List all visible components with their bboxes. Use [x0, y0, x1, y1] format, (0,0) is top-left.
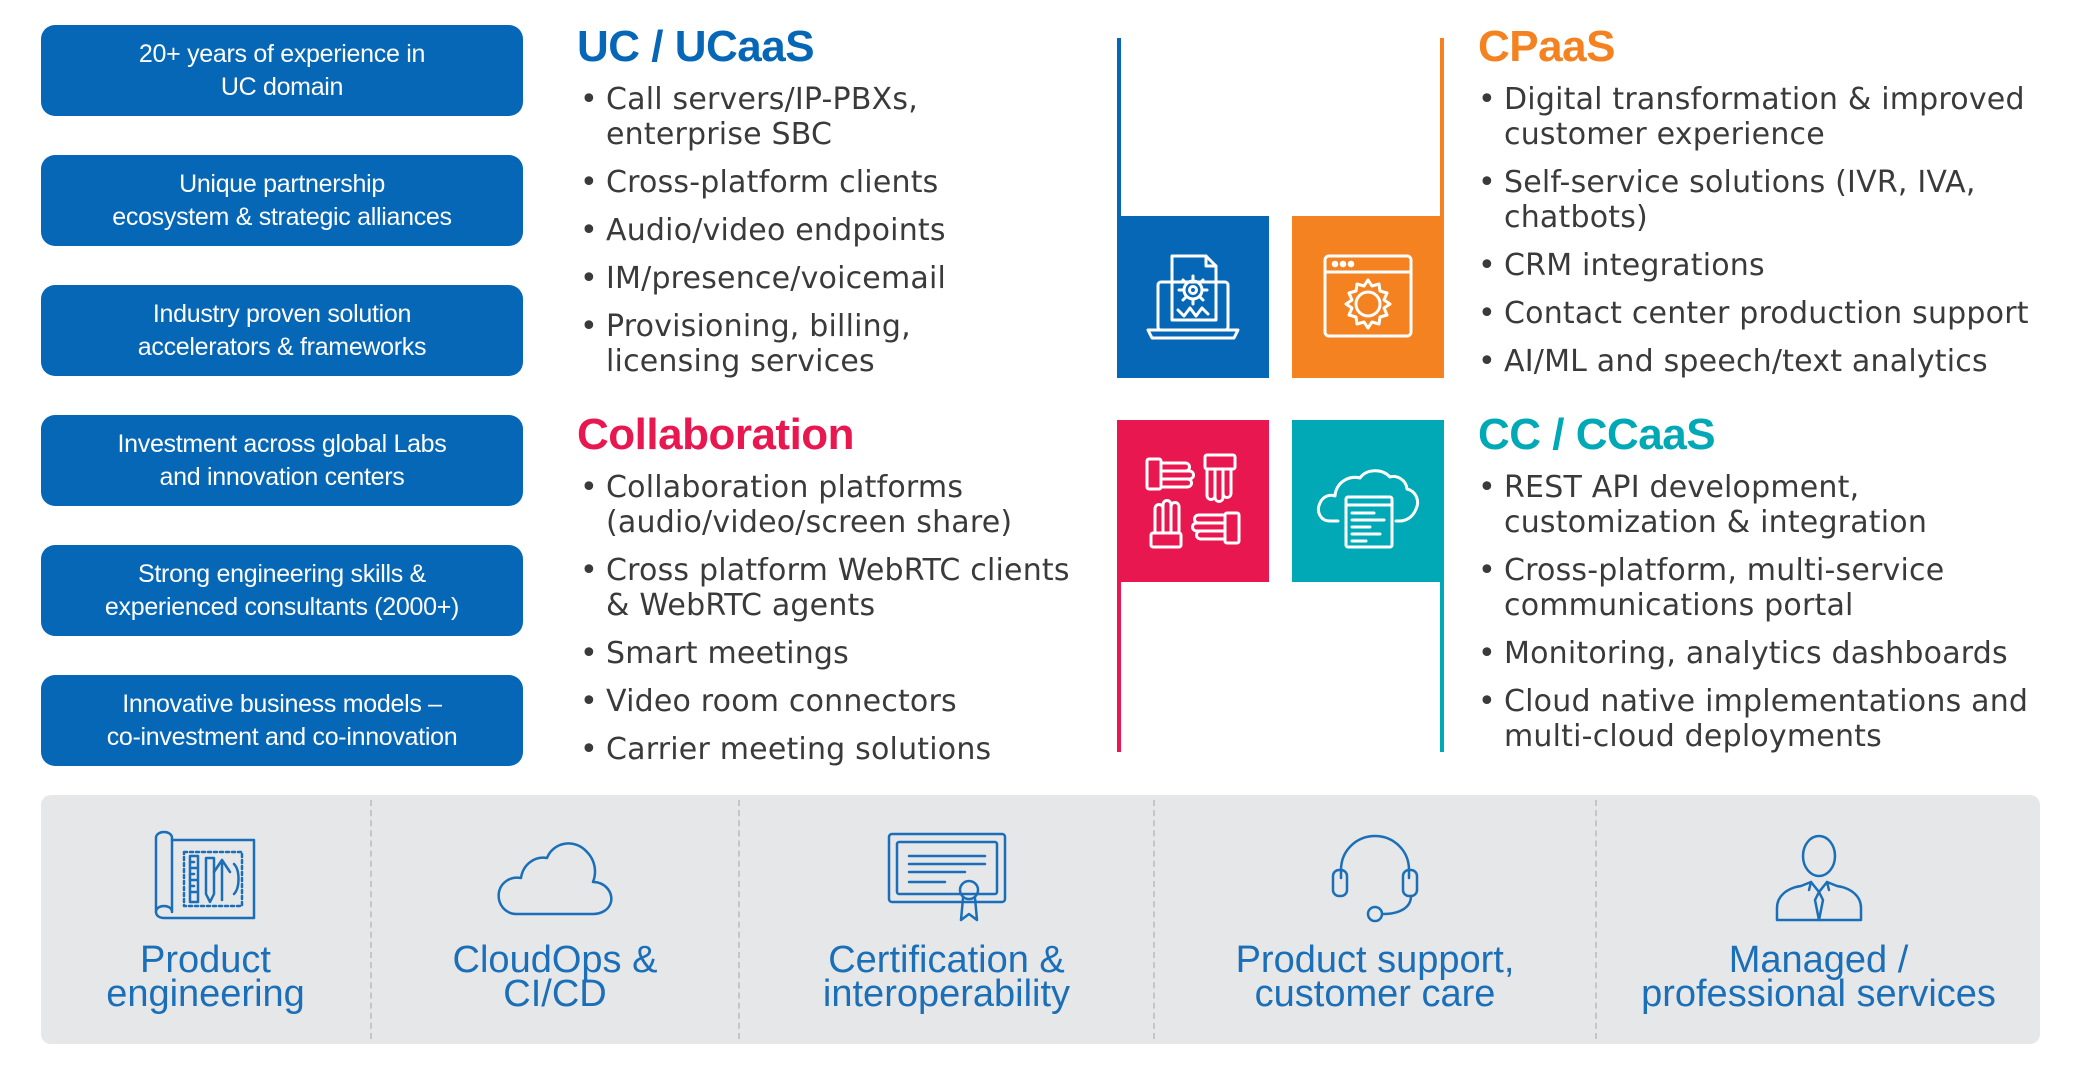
service-managed-services: Managed / professional services	[1597, 795, 2040, 1044]
ccaas-title: CC / CCaaS	[1478, 410, 1716, 459]
collaboration-list: Collaboration platforms (audio/video/scr…	[580, 470, 1120, 780]
list-item: AI/ML and speech/text analytics	[1478, 344, 2068, 379]
service-product-engineering: Product engineering	[41, 795, 370, 1044]
cpaas-line	[1440, 38, 1444, 218]
service-label: CloudOps & CI/CD	[452, 939, 658, 1015]
list-item: Call servers/IP-PBXs, enterprise SBC	[580, 82, 1100, 152]
service-cloudops: CloudOps & CI/CD	[372, 795, 738, 1044]
collaboration-title: Collaboration	[577, 410, 855, 459]
ucaas-list: Call servers/IP-PBXs, enterprise SBC Cro…	[580, 82, 1100, 392]
strength-text: Industry proven solution accelerators & …	[137, 299, 427, 361]
divider	[370, 800, 372, 1039]
list-item: Collaboration platforms (audio/video/scr…	[580, 470, 1120, 540]
strength-text: 20+ years of experience in UC domain	[138, 39, 426, 101]
divider	[1595, 800, 1597, 1039]
list-item: Contact center production support	[1478, 296, 2068, 331]
list-item: Video room connectors	[580, 684, 1120, 719]
service-label: Certification & interoperability	[822, 939, 1071, 1015]
service-label: Product engineering	[106, 939, 305, 1015]
ucaas-tile	[1117, 216, 1269, 378]
list-item: Carrier meeting solutions	[580, 732, 1120, 767]
professional-person-icon	[1775, 834, 1862, 922]
certificate-icon	[887, 832, 1006, 922]
divider	[738, 800, 740, 1039]
list-item: IM/presence/voicemail	[580, 261, 1100, 296]
cloud-icon	[497, 842, 613, 916]
strength-pill: Strong engineering skills & experienced …	[41, 545, 523, 636]
laptop-gear-document-icon	[1146, 254, 1240, 340]
ccaas-line	[1440, 580, 1444, 752]
divider	[1153, 800, 1155, 1039]
ccaas-tile	[1292, 420, 1444, 582]
headset-icon	[1331, 834, 1419, 923]
cloud-code-icon	[1316, 469, 1420, 549]
service-certification: Certification & interoperability	[740, 795, 1153, 1044]
strength-pill: Innovative business models – co-investme…	[41, 675, 523, 766]
strength-text: Innovative business models – co-investme…	[106, 689, 458, 751]
browser-gear-icon	[1323, 254, 1413, 338]
cpaas-title: CPaaS	[1478, 22, 1615, 71]
strength-pill: Investment across global Labs and innova…	[41, 415, 523, 506]
ucaas-line	[1117, 38, 1121, 218]
joined-hands-icon	[1145, 453, 1241, 549]
list-item: Self-service solutions (IVR, IVA, chatbo…	[1478, 165, 2068, 235]
list-item: Cross-platform clients	[580, 165, 1100, 200]
ccaas-list: REST API development, customization & in…	[1478, 470, 2068, 767]
list-item: Provisioning, billing, licensing service…	[580, 309, 1100, 379]
list-item: Monitoring, analytics dashboards	[1478, 636, 2068, 671]
cpaas-tile	[1292, 216, 1444, 378]
collaboration-line	[1117, 580, 1121, 752]
list-item: CRM integrations	[1478, 248, 2068, 283]
strength-pill: 20+ years of experience in UC domain	[41, 25, 523, 116]
collaboration-tile	[1117, 420, 1269, 582]
ucaas-title: UC / UCaaS	[577, 22, 815, 71]
strength-pill: Unique partnership ecosystem & strategic…	[41, 155, 523, 246]
strength-pill: Industry proven solution accelerators & …	[41, 285, 523, 376]
service-label: Managed / professional services	[1641, 939, 1996, 1015]
strength-text: Investment across global Labs and innova…	[117, 429, 447, 491]
list-item: Cloud native implementations and multi-c…	[1478, 684, 2068, 754]
services-band: Product engineering CloudOps & CI/CD Cer…	[41, 795, 2040, 1044]
list-item: Cross platform WebRTC clients & WebRTC a…	[580, 553, 1120, 623]
list-item: Smart meetings	[580, 636, 1120, 671]
cpaas-list: Digital transformation & improved custom…	[1478, 82, 2068, 392]
service-label: Product support, customer care	[1235, 939, 1515, 1015]
strength-text: Unique partnership ecosystem & strategic…	[112, 169, 452, 231]
list-item: REST API development, customization & in…	[1478, 470, 2068, 540]
blueprint-tools-icon	[154, 830, 255, 920]
strength-text: Strong engineering skills & experienced …	[104, 559, 460, 621]
service-product-support: Product support, customer care	[1155, 795, 1595, 1044]
list-item: Audio/video endpoints	[580, 213, 1100, 248]
list-item: Cross-platform, multi-service communicat…	[1478, 553, 2068, 623]
list-item: Digital transformation & improved custom…	[1478, 82, 2068, 152]
